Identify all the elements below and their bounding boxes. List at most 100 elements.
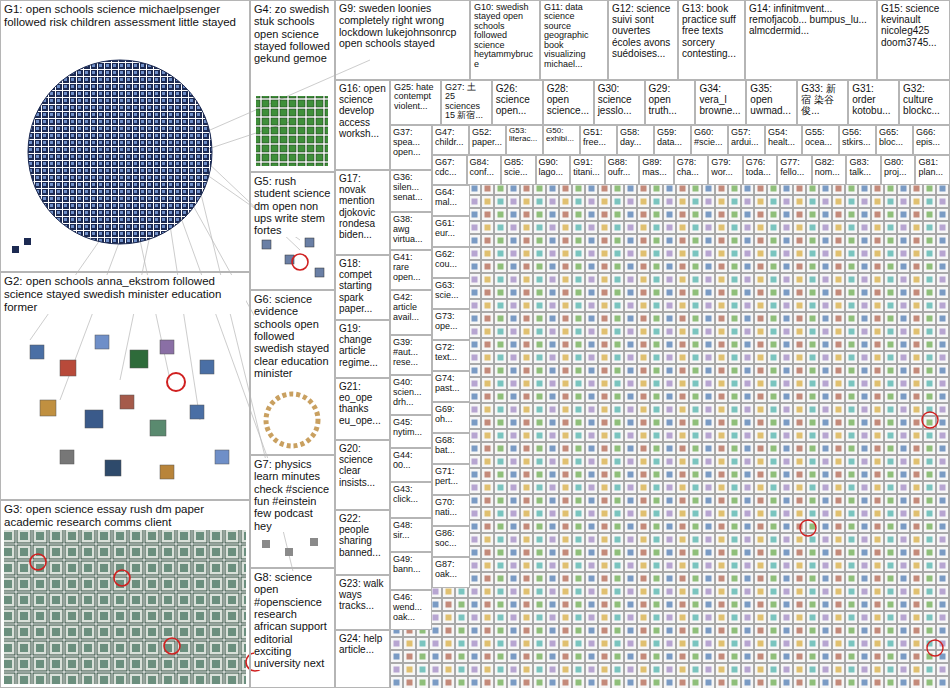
group-label: G48: sir... bbox=[393, 520, 429, 540]
group-box: G77: fello... bbox=[777, 155, 812, 185]
group-box: G76: toda... bbox=[743, 155, 778, 185]
group-label: G38: awg virtua... bbox=[393, 214, 429, 244]
group-box: G25: hate contempt violent... bbox=[390, 80, 441, 125]
group-label: G21: eo_ope thanks eu_ope... bbox=[339, 381, 386, 426]
group-label: G71: pert... bbox=[435, 466, 467, 486]
group-box: G10: swedish stayed open schools followe… bbox=[470, 0, 540, 80]
group-label: G42: article avail... bbox=[393, 292, 429, 322]
group-label: G2: open schools anna_ekstrom followed s… bbox=[4, 275, 246, 314]
group-label: G17: novak mention djokovic rondesa bide… bbox=[339, 173, 386, 240]
group-label: G22: people sharing banned... bbox=[339, 513, 386, 558]
group-box: G20: science clear insists... bbox=[335, 440, 390, 510]
group-label: G87: oak... bbox=[435, 559, 467, 579]
group-box: G29: open truth... bbox=[645, 80, 696, 125]
group-label: G69: oh... bbox=[435, 404, 467, 424]
group-box: G83: talk... bbox=[846, 155, 881, 185]
group-label: G66: epis... bbox=[916, 127, 947, 147]
group-box: G43: click... bbox=[390, 482, 432, 518]
group-label: G89: mas... bbox=[642, 157, 671, 177]
group-label: G59: data... bbox=[657, 127, 688, 147]
group-label: G90: lago... bbox=[539, 157, 568, 177]
group-label: G32: culture blockc... bbox=[903, 83, 946, 117]
group-box: G57: ardui... bbox=[728, 125, 765, 155]
group-box: G61: eur... bbox=[432, 216, 470, 247]
group-label: G45: nytim... bbox=[393, 417, 429, 437]
group-box: G50: exhibi... bbox=[543, 125, 580, 155]
group-box: G7: physics learn minutes check #science… bbox=[250, 455, 335, 568]
group-label: G33: 新宿 染谷 俊... bbox=[801, 83, 844, 117]
group-box: G21: eo_ope thanks eu_ope... bbox=[335, 378, 390, 440]
group-label: G44: 00... bbox=[393, 450, 429, 470]
group-box: G40: scien... drh... bbox=[390, 375, 432, 415]
group-label: G43: click... bbox=[393, 484, 429, 504]
group-box: G88: oufr... bbox=[605, 155, 640, 185]
group-label: G35: open uwmad... bbox=[750, 83, 793, 117]
group-box: G69: oh... bbox=[432, 402, 470, 433]
group-label: G27: 土 25 sciences 15 新宿... bbox=[445, 83, 488, 121]
group-box: G86: soc... bbox=[432, 526, 470, 557]
group-label: G72: text... bbox=[435, 342, 467, 362]
group-label: G86: soc... bbox=[435, 528, 467, 548]
group-label: G84: conf... bbox=[470, 157, 499, 177]
group-label: G57: ardui... bbox=[731, 127, 762, 147]
group-box: G79: wor... bbox=[708, 155, 743, 185]
group-box: G53: literac... bbox=[506, 125, 543, 155]
group-label: G88: oufr... bbox=[608, 157, 637, 177]
group-label: G79: wor... bbox=[711, 157, 740, 177]
group-label: G56: stkirs... bbox=[842, 127, 873, 147]
group-label: G20: science clear insists... bbox=[339, 443, 386, 488]
group-box: G54: healt... bbox=[765, 125, 802, 155]
group-box: G65: bloc... bbox=[876, 125, 913, 155]
group-box: G68: bat... bbox=[432, 433, 470, 464]
group-box: G52: paper... bbox=[469, 125, 506, 155]
group-label: G10: swedish stayed open schools followe… bbox=[474, 3, 536, 69]
group-label: G29: open truth... bbox=[649, 83, 692, 117]
group-label: G70: nati... bbox=[435, 497, 467, 517]
group-label: G80: proj... bbox=[884, 157, 913, 177]
group-label: G30: science jesslo... bbox=[598, 83, 641, 117]
group-label: G34: vera_l browne... bbox=[699, 83, 742, 117]
group-label: G36: silen... senat... bbox=[393, 172, 429, 202]
group-box: G85: scie... bbox=[501, 155, 536, 185]
group-label: G62: cou... bbox=[435, 249, 467, 269]
group-box: G74: past... bbox=[432, 371, 470, 402]
group-label: G19: change article regime... bbox=[339, 323, 386, 368]
group-box: G41: rare open... bbox=[390, 250, 432, 290]
group-label: G11: data science source geographic book… bbox=[544, 3, 604, 69]
group-label: G74: past... bbox=[435, 373, 467, 393]
group-label: G26: science open... bbox=[496, 83, 539, 117]
group-label: G15: science kevinault nicoleg425 doom37… bbox=[881, 3, 946, 48]
group-label: G65: bloc... bbox=[879, 127, 910, 147]
group-box: G78: cha... bbox=[674, 155, 709, 185]
group-box: G5: rush student science dm open non ups… bbox=[250, 172, 335, 290]
group-label: G91: titani... bbox=[573, 157, 602, 177]
group-box: G30: science jesslo... bbox=[594, 80, 645, 125]
group-box: G59: data... bbox=[654, 125, 691, 155]
group-label: G54: healt... bbox=[768, 127, 799, 147]
group-label: G85: scie... bbox=[504, 157, 533, 177]
group-label: G53: literac... bbox=[509, 127, 540, 144]
group-label: G67: cdc... bbox=[435, 157, 464, 177]
group-box: G71: pert... bbox=[432, 464, 470, 495]
group-label: G18: compet starting spark paper... bbox=[339, 258, 386, 314]
group-label: G61: eur... bbox=[435, 218, 467, 238]
group-box: G62: cou... bbox=[432, 247, 470, 278]
group-box: G13: book practice suff free texts sorce… bbox=[678, 0, 745, 80]
group-box: G66: epis... bbox=[913, 125, 950, 155]
group-label: G1: open schools science michaelpsenger … bbox=[4, 3, 246, 29]
group-label: G64: mal... bbox=[435, 187, 467, 207]
group-label: G9: sweden loonies completely right wron… bbox=[339, 3, 466, 50]
group-label: G12: science suivi sont ouvertes écoles … bbox=[612, 3, 674, 59]
group-label: G8: science open #openscience research a… bbox=[254, 571, 331, 670]
group-box: G15: science kevinault nicoleg425 doom37… bbox=[877, 0, 950, 80]
group-box: G2: open schools anna_ekstrom followed s… bbox=[0, 272, 250, 500]
group-label: G3: open science essay rush dm paper aca… bbox=[4, 503, 246, 529]
group-label: G16: open science develop access worksh.… bbox=[339, 83, 386, 139]
group-label: G23: walk ways tracks... bbox=[339, 578, 386, 612]
group-label: G51: free... bbox=[583, 127, 614, 147]
group-box: G11: data science source geographic book… bbox=[540, 0, 608, 80]
group-box: G48: sir... bbox=[390, 518, 432, 552]
group-box: G56: stkirs... bbox=[839, 125, 876, 155]
group-label: G52: paper... bbox=[472, 127, 503, 147]
group-box: G12: science suivi sont ouvertes écoles … bbox=[608, 0, 678, 80]
